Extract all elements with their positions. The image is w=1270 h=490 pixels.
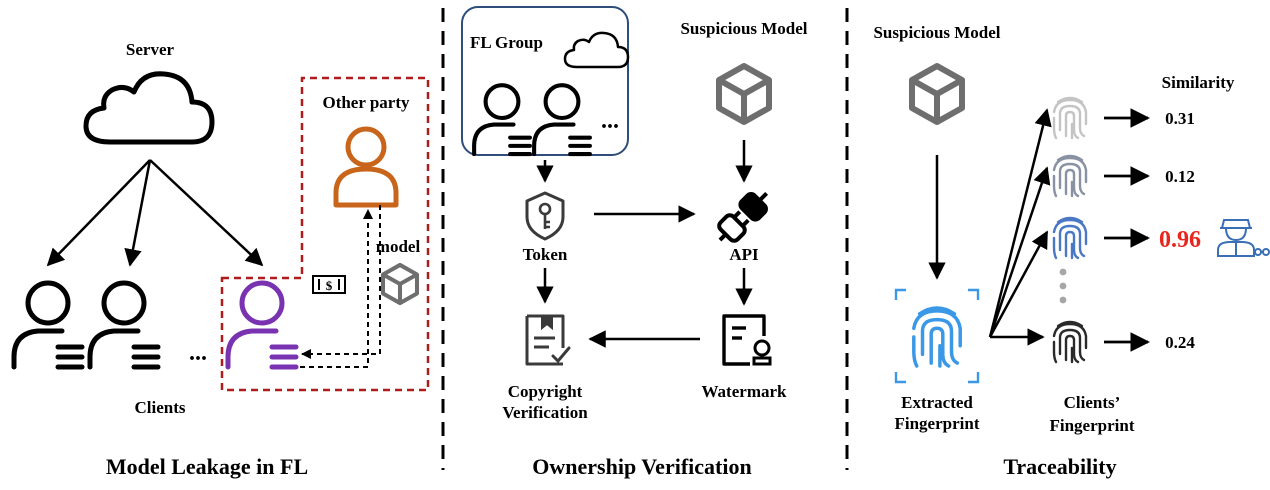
server-label: Server	[126, 40, 175, 59]
clients-ellipsis: ...	[189, 340, 207, 366]
copyright-label-2: Verification	[502, 403, 588, 422]
traceability-suspicious-model-label: Suspicious Model	[873, 23, 1000, 42]
extracted-label-2: Fingerprint	[895, 414, 980, 433]
traceability-suspicious-cube-icon	[912, 66, 962, 122]
fan-arrow-3	[988, 230, 1049, 338]
cloud-icon	[86, 74, 212, 142]
copyright-label-1: Copyright	[508, 382, 583, 401]
fl-group-client-1-icon	[474, 85, 530, 154]
server-to-client-1-arrow	[46, 159, 151, 267]
extracted-fingerprint-icon	[912, 306, 962, 368]
clients-fingerprint-label-1: Clients’	[1064, 393, 1121, 412]
leakage-dashed-boundary	[220, 76, 430, 392]
leaked-model-cube-icon	[383, 265, 417, 303]
client-fingerprint-3-icon	[1052, 216, 1088, 260]
watermark-label: Watermark	[702, 382, 788, 401]
fl-group-client-2-icon	[534, 85, 590, 154]
similarity-value-4: 0.24	[1165, 333, 1195, 352]
api-label: API	[729, 245, 759, 264]
ownership-suspicious-model-label: Suspicious Model	[680, 19, 807, 38]
document-check-icon	[525, 314, 571, 366]
panel-ownership-verification: FL Group ... Suspicious Model Token API	[461, 6, 808, 479]
similarity-header: Similarity	[1162, 73, 1235, 92]
fl-group-box	[461, 6, 629, 156]
fl-group-label: FL Group	[470, 33, 543, 52]
plug-icon	[717, 191, 769, 243]
leaking-client-icon	[228, 283, 296, 367]
client-fingerprint-1-icon	[1052, 96, 1088, 140]
other-party-icon	[336, 129, 396, 205]
panel-model-leakage: Server ... Clients Other party model $ M…	[14, 40, 430, 479]
money-symbol: $	[326, 278, 333, 293]
other-party-label: Other party	[322, 93, 410, 112]
server-to-client-3-arrow	[149, 159, 264, 267]
vertical-dot-2	[1059, 282, 1067, 290]
fan-arrow-1	[988, 108, 1052, 338]
similarity-value-2: 0.12	[1165, 167, 1195, 186]
ownership-suspicious-cube-icon	[719, 66, 769, 122]
money-icon: $	[312, 275, 346, 294]
clients-fingerprint-label-2: Fingerprint	[1050, 416, 1135, 435]
shield-key-icon	[525, 191, 565, 241]
watermark-icon	[722, 314, 772, 366]
client-1-icon	[14, 283, 82, 367]
leakage-caption: Model Leakage in FL	[106, 454, 308, 479]
token-label: Token	[523, 245, 568, 264]
client-2-icon	[90, 283, 158, 367]
ownership-caption: Ownership Verification	[532, 454, 751, 479]
client-fingerprint-2-icon	[1052, 154, 1088, 198]
model-to-client-dashed-arrow	[301, 205, 381, 359]
similarity-value-1: 0.31	[1165, 109, 1195, 128]
fl-group-ellipsis: ...	[601, 108, 619, 134]
model-label: model	[376, 237, 421, 256]
fan-arrow-2	[988, 166, 1051, 338]
extracted-fingerprint-frame	[894, 288, 980, 384]
client-to-other-party-dashed-arrow	[300, 209, 373, 368]
extracted-label-1: Extracted	[901, 393, 973, 412]
similarity-value-3: 0.96	[1159, 227, 1201, 253]
police-icon	[1217, 219, 1270, 257]
vertical-dot-1	[1059, 268, 1067, 276]
server-to-client-2-arrow	[124, 159, 152, 267]
vertical-dot-3	[1059, 296, 1067, 304]
panel-traceability: Suspicious Model Extracted Fingerprint S…	[873, 23, 1270, 479]
client-fingerprint-4-icon	[1052, 320, 1088, 364]
traceability-caption: Traceability	[1003, 454, 1116, 479]
fl-group-cloud-icon	[563, 31, 630, 69]
clients-label: Clients	[135, 398, 186, 417]
